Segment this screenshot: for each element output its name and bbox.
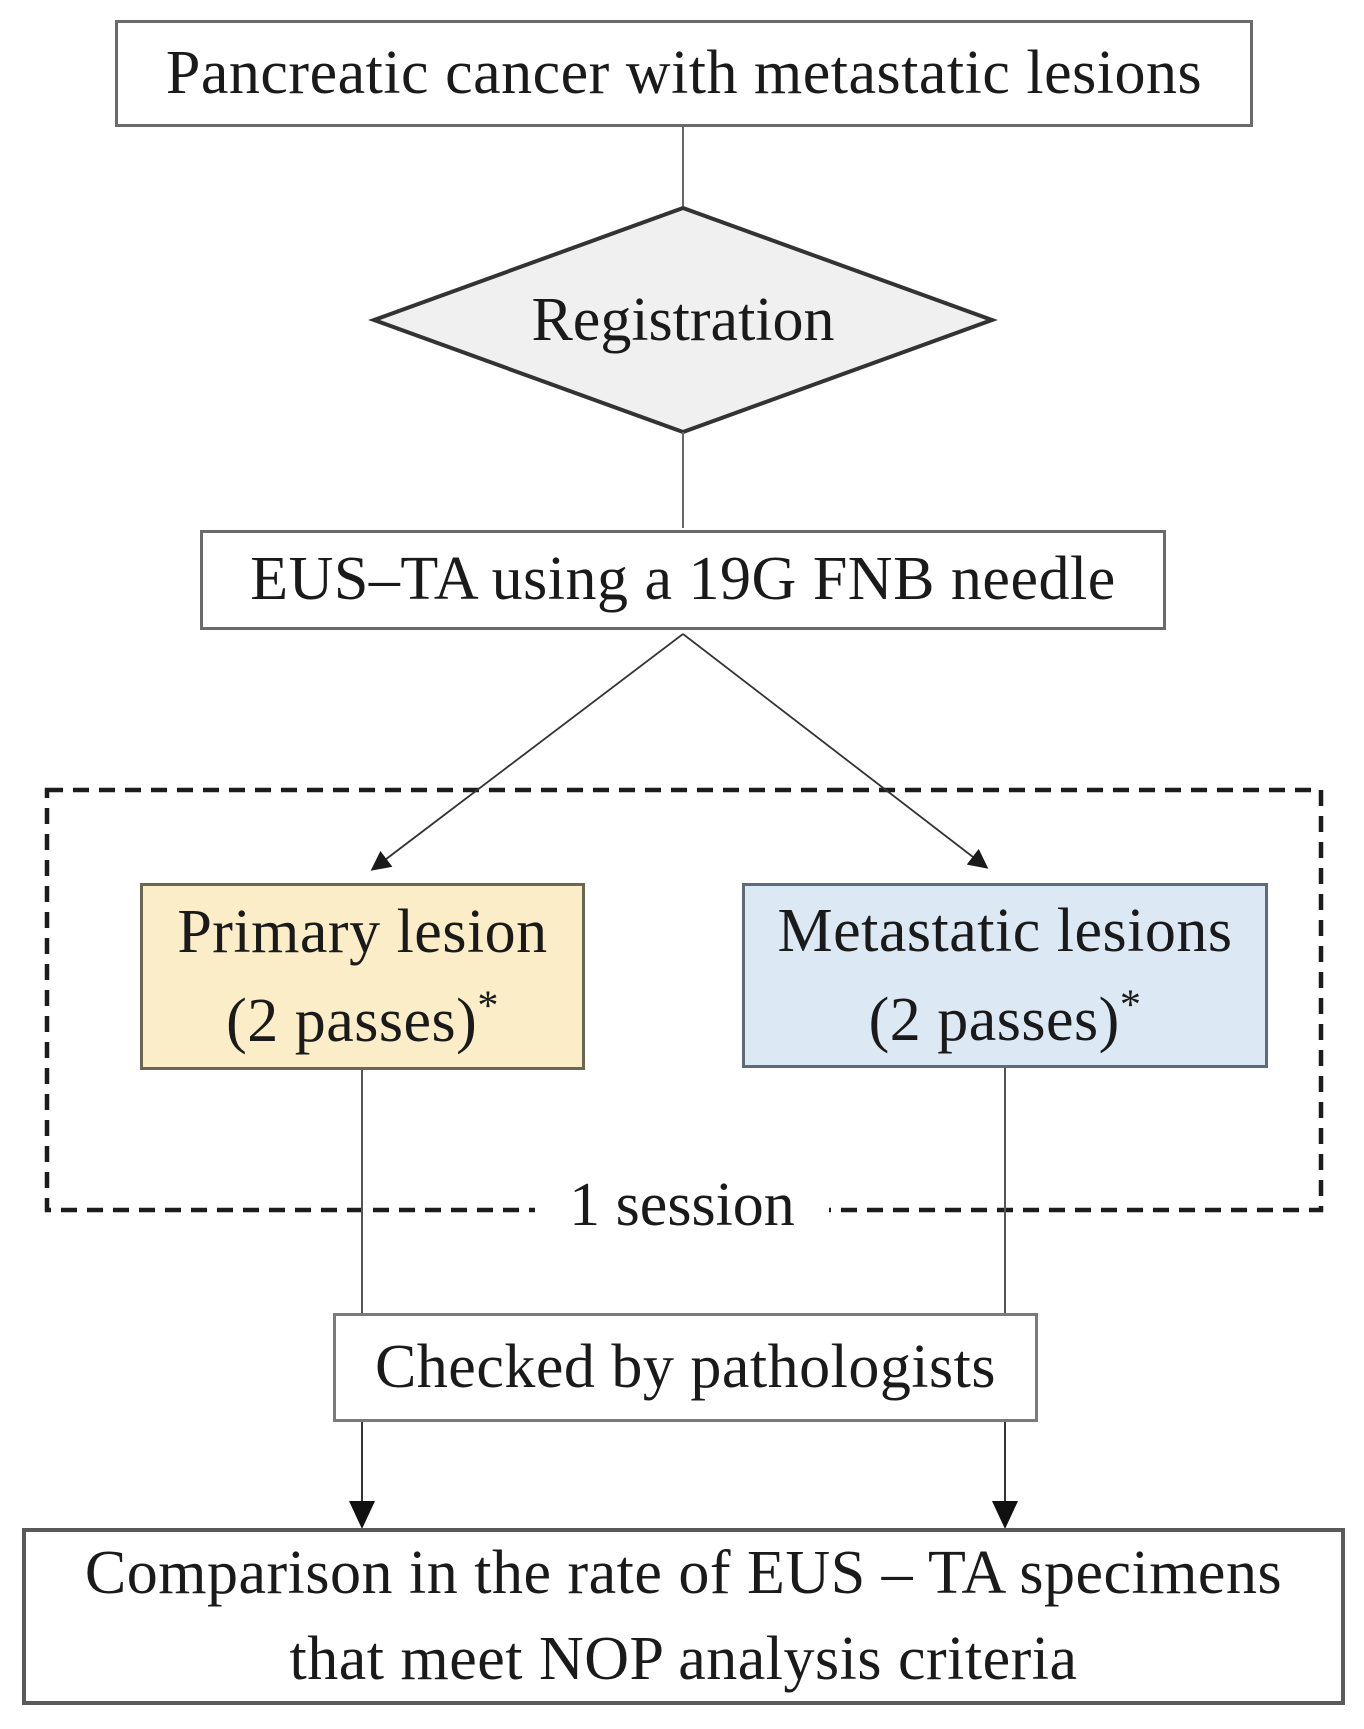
session-label: 1 session	[535, 1172, 829, 1238]
session-group-dashed-border	[44, 787, 1324, 1213]
node-eus-ta-label: EUS–TA using a 19G FNB needle	[250, 545, 1116, 614]
node-registration-label: Registration	[531, 285, 835, 354]
node-pancreatic-cancer-label: Pancreatic cancer with metastatic lesion…	[165, 38, 1203, 107]
node-pancreatic-cancer: Pancreatic cancer with metastatic lesion…	[115, 20, 1253, 127]
node-primary-lesion-line1: Primary lesion	[177, 898, 548, 967]
node-eus-ta: EUS–TA using a 19G FNB needle	[200, 530, 1166, 630]
connector-eus-to-metastatic	[682, 633, 989, 869]
node-metastatic-lesions-line1: Metastatic lesions	[777, 897, 1233, 966]
connector-eus-to-primary	[370, 633, 684, 871]
node-primary-lesion: Primary lesion (2 passes)*	[140, 883, 585, 1070]
session-group-label-row: 1 session	[0, 1172, 1364, 1238]
node-metastatic-lesions-line2: (2 passes)*	[868, 980, 1142, 1054]
arrowhead-left	[349, 1501, 375, 1529]
node-primary-lesion-line2: (2 passes)*	[226, 981, 499, 1055]
footnote-asterisk: *	[1119, 980, 1142, 1028]
arrowhead-right	[992, 1501, 1018, 1529]
node-comparison-line2: that meet NOP analysis criteria	[289, 1624, 1078, 1693]
node-comparison: Comparison in the rate of EUS – TA speci…	[22, 1528, 1345, 1705]
node-metastatic-lesions: Metastatic lesions (2 passes)*	[742, 883, 1268, 1068]
node-comparison-line1: Comparison in the rate of EUS – TA speci…	[84, 1538, 1283, 1607]
footnote-asterisk: *	[477, 981, 499, 1029]
node-checked-by-pathologists-label: Checked by pathologists	[374, 1332, 997, 1401]
node-checked-by-pathologists: Checked by pathologists	[333, 1313, 1038, 1422]
node-registration: Registration	[374, 208, 992, 432]
